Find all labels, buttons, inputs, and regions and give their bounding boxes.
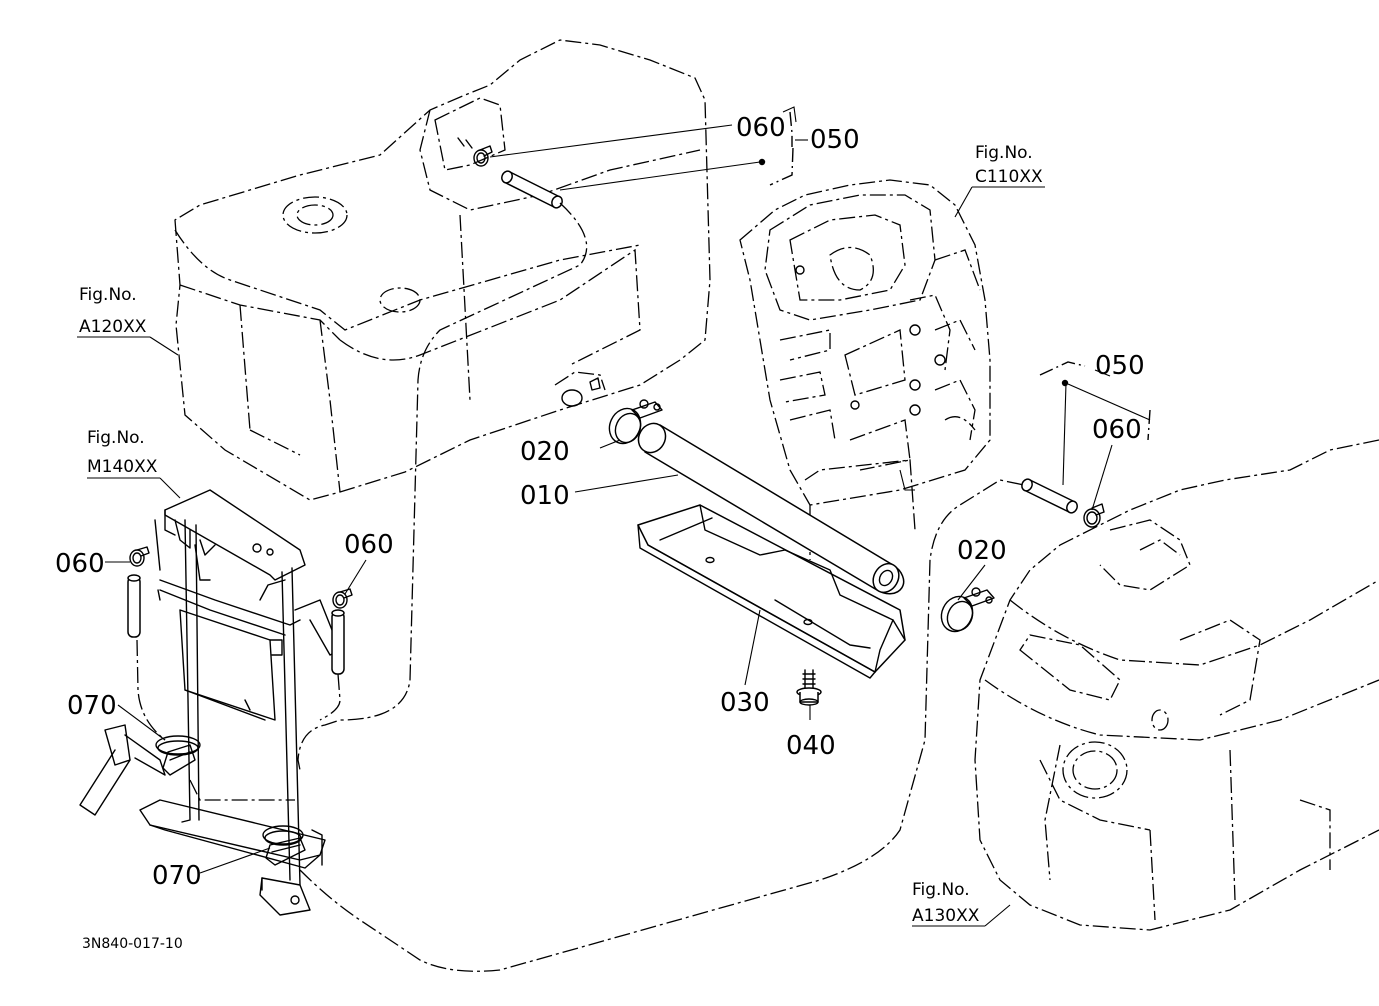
hose-cover-030 [637,504,906,679]
label-020-right: 020 [957,536,1007,566]
hose-clamp-020-left [608,399,663,445]
right-fuel-tank-outline [974,439,1379,931]
small-clamp-060-left-b [332,588,353,609]
small-hose-050-right [1021,478,1078,514]
rubber-hose-010 [637,422,905,595]
bolt-040 [796,669,822,706]
ref-c110-fig: Fig.No. [975,143,1033,163]
hose-clamp-020-right [940,587,995,633]
label-030: 030 [720,688,770,718]
ref-a130-code: A130XX [912,906,980,926]
label-050-right: 050 [1095,351,1145,381]
label-060-right: 060 [1092,415,1142,445]
band-clamp-070-upper [155,735,201,776]
drawing-code: 3N840-017-10 [82,936,183,952]
label-070-upper: 070 [67,691,117,721]
small-hose-050-top [501,170,563,209]
label-020-left: 020 [520,437,570,467]
ref-c110-code: C110XX [975,167,1043,187]
small-clamp-060-left-a [129,546,150,567]
ref-a120-code: A120XX [79,317,147,337]
figure-references: Fig.No. A120XX Fig.No. C110XX Fig.No. M1… [79,143,1043,926]
ref-a130-fig: Fig.No. [912,880,970,900]
ref-m140-fig: Fig.No. [87,428,145,448]
small-hose-left-b [331,609,345,675]
band-clamp-070-lower [262,825,306,866]
ref-a120-fig: Fig.No. [79,285,137,305]
leader-lines [77,106,1151,927]
label-060-left-a: 060 [55,549,105,579]
small-clamp-060-right [1083,503,1105,528]
mounting-frame [79,489,341,916]
label-050-top: 050 [810,125,860,155]
label-040: 040 [786,731,836,761]
label-070-lower: 070 [152,861,202,891]
part-labels: 060 050 050 060 020 010 020 030 040 060 … [55,113,1145,891]
label-060-top: 060 [736,113,786,143]
small-clamp-060-top [457,137,493,167]
label-060-left-b: 060 [344,530,394,560]
ref-m140-code: M140XX [87,457,158,477]
label-010: 010 [520,481,570,511]
small-hose-left-a [127,574,141,638]
left-fuel-tank-outline [174,39,711,501]
